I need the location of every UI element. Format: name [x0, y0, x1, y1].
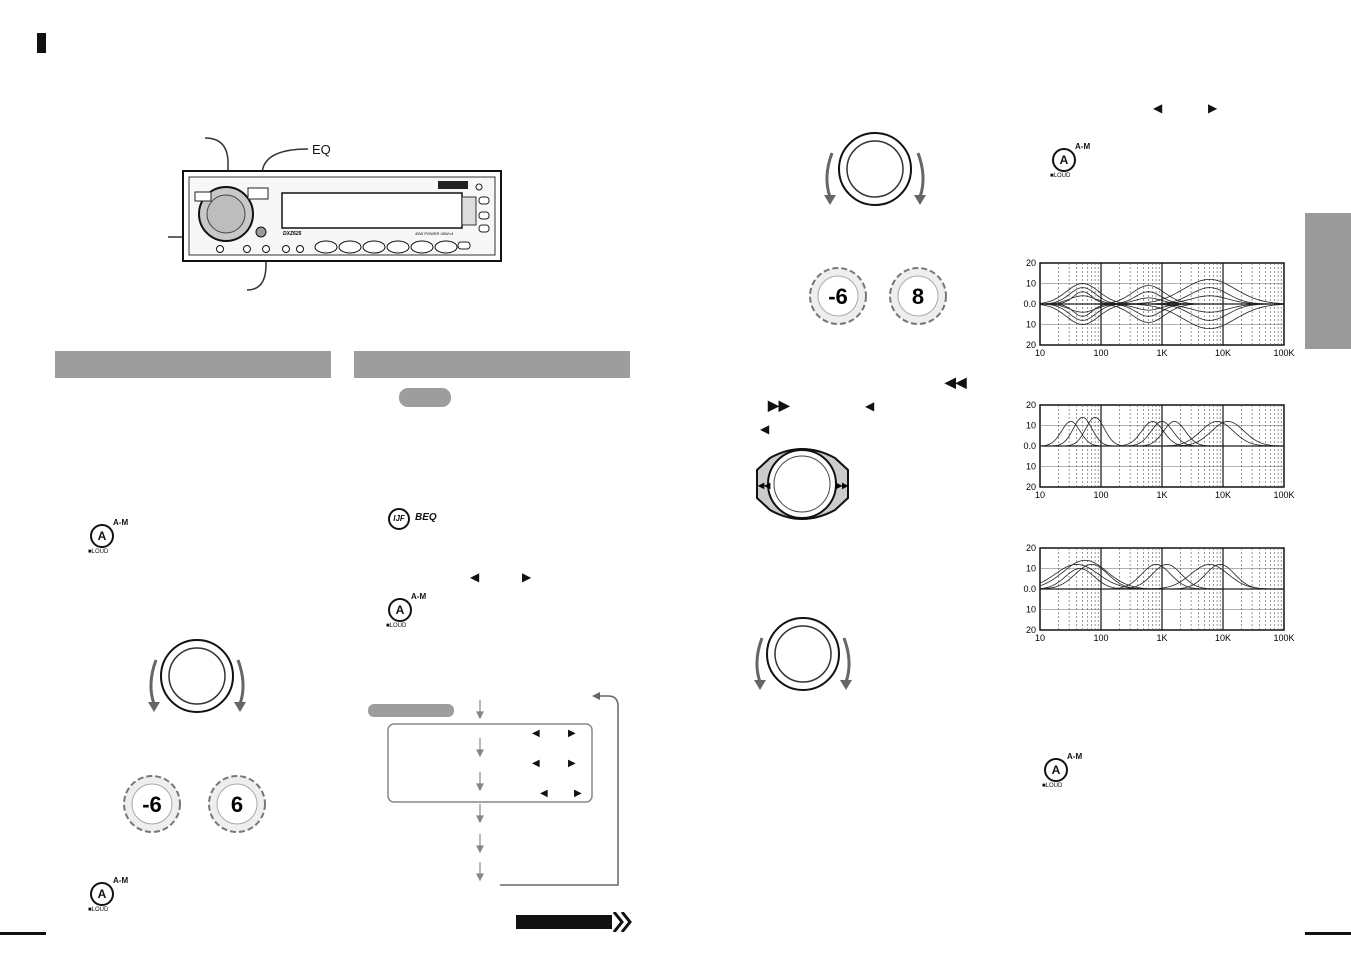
section-tab: [1305, 213, 1351, 349]
am-button-sub: A-M: [113, 518, 129, 527]
section-bar-right: [354, 351, 630, 378]
svg-text:◀: ◀: [532, 758, 540, 769]
x-tick-label: 10: [1035, 490, 1045, 500]
x-tick-label: 100K: [1273, 490, 1294, 500]
y-tick-label: 20: [1026, 258, 1036, 268]
page-marker: [37, 33, 46, 53]
svg-text:▶▶: ▶▶: [835, 481, 849, 490]
x-tick-label: 100K: [1273, 633, 1294, 643]
note-badge: [399, 388, 451, 407]
y-tick-label: 10: [1026, 279, 1036, 289]
x-tick-label: 1K: [1156, 348, 1167, 358]
svg-text:▶: ▶: [568, 758, 576, 769]
svg-text:◀: ◀: [540, 788, 548, 799]
y-tick-label: 10: [1026, 564, 1036, 574]
svg-text:▶: ▶: [568, 728, 576, 739]
loud-label: ■LOUD: [386, 623, 407, 629]
rewind-icon: ◀◀: [945, 374, 967, 390]
eq-response-curve: [1040, 303, 1285, 329]
x-tick-label: 10K: [1215, 490, 1231, 500]
am-button-letter: A: [90, 882, 114, 906]
am-button-letter: A: [388, 598, 412, 622]
am-button-letter: A: [1044, 758, 1068, 782]
am-button-sub: A-M: [1075, 142, 1091, 151]
menu-flow-diagram: ◀ ▶ ◀ ▶ ◀ ▶: [368, 692, 619, 886]
rotary-knob-icon: [148, 639, 246, 713]
y-tick-label: 20: [1026, 543, 1036, 553]
display-value-b: 8: [912, 284, 924, 309]
x-tick-label: 100: [1093, 348, 1108, 358]
level-displays: -6 6: [123, 775, 266, 833]
left-triangle-icon: ◀: [470, 570, 480, 584]
y-tick-label: 10: [1026, 462, 1036, 472]
x-tick-label: 10K: [1215, 348, 1231, 358]
y-tick-label: 20: [1026, 625, 1036, 635]
footer-rule-left: [0, 932, 46, 935]
y-tick-label: 0.0: [1023, 441, 1036, 451]
left-triangle-icon: ◀: [1153, 101, 1163, 115]
svg-text:◀: ◀: [532, 728, 540, 739]
right-triangle-icon: ▶: [1208, 101, 1218, 115]
x-tick-label: 100: [1093, 490, 1108, 500]
y-tick-label: 20: [1026, 482, 1036, 492]
loud-label: ■LOUD: [1050, 173, 1071, 179]
y-tick-label: 20: [1026, 340, 1036, 350]
am-button[interactable]: A A-M ■LOUD: [1040, 752, 1100, 796]
y-tick-label: 20: [1026, 400, 1036, 410]
y-tick-label: 0.0: [1023, 299, 1036, 309]
eq-label: EQ: [312, 142, 331, 157]
x-tick-label: 10K: [1215, 633, 1231, 643]
beq-icon: IJF: [388, 508, 410, 530]
am-button-letter: A: [1052, 148, 1076, 172]
fast-forward-icon: ▶▶: [768, 397, 790, 413]
am-button[interactable]: A A-M ■LOUD: [86, 518, 146, 562]
right-triangle-icon: ▶: [522, 570, 532, 584]
x-tick-label: 1K: [1156, 490, 1167, 500]
display-value-a: -6: [142, 792, 162, 817]
loud-label: ■LOUD: [1042, 783, 1063, 789]
x-tick-label: 1K: [1156, 633, 1167, 643]
y-tick-label: 0.0: [1023, 584, 1036, 594]
unit-model-text: DXZ625: [283, 231, 302, 237]
section-bar-left: [55, 351, 331, 378]
x-tick-label: 100: [1093, 633, 1108, 643]
footer-rule-right: [1305, 932, 1351, 935]
head-unit-illustration: DXZ625 45W POWER 45W×4: [168, 137, 502, 291]
y-tick-label: 10: [1026, 605, 1036, 615]
rotary-knob-icon: [754, 617, 852, 691]
next-page-arrow-icon: [516, 912, 632, 932]
x-tick-label: 10: [1035, 348, 1045, 358]
display-value-a: -6: [828, 284, 848, 309]
left-triangle-icon: ◀: [865, 399, 875, 413]
y-tick-label: 10: [1026, 320, 1036, 330]
beq-button[interactable]: IJF BEQ: [388, 508, 448, 532]
y-tick-label: 10: [1026, 421, 1036, 431]
loud-label: ■LOUD: [88, 549, 109, 555]
seek-knob-icon: ◀◀ ▶▶: [756, 448, 849, 520]
display-value-b: 6: [231, 792, 243, 817]
eq-response-curve: [1040, 563, 1284, 590]
loud-label: ■LOUD: [88, 907, 109, 913]
level-displays: -6 8: [809, 267, 947, 325]
am-button-letter: A: [90, 524, 114, 548]
eq-response-curve: [1040, 420, 1284, 447]
x-tick-label: 100K: [1273, 348, 1294, 358]
unit-power-text: 45W POWER 45W×4: [415, 231, 454, 236]
am-button-sub: A-M: [411, 592, 427, 601]
am-button-sub: A-M: [113, 876, 129, 885]
am-button-sub: A-M: [1067, 752, 1083, 761]
rotary-knob-icon: [824, 132, 926, 206]
am-button[interactable]: A A-M ■LOUD: [86, 876, 146, 920]
left-triangle-icon: ◀: [760, 422, 770, 436]
beq-label: BEQ: [415, 512, 437, 523]
am-button[interactable]: A A-M ■LOUD: [1048, 142, 1108, 186]
svg-text:◀◀: ◀◀: [757, 481, 771, 490]
svg-text:▶: ▶: [574, 788, 582, 799]
x-tick-label: 10: [1035, 633, 1045, 643]
am-button[interactable]: A A-M ■LOUD: [384, 592, 444, 636]
